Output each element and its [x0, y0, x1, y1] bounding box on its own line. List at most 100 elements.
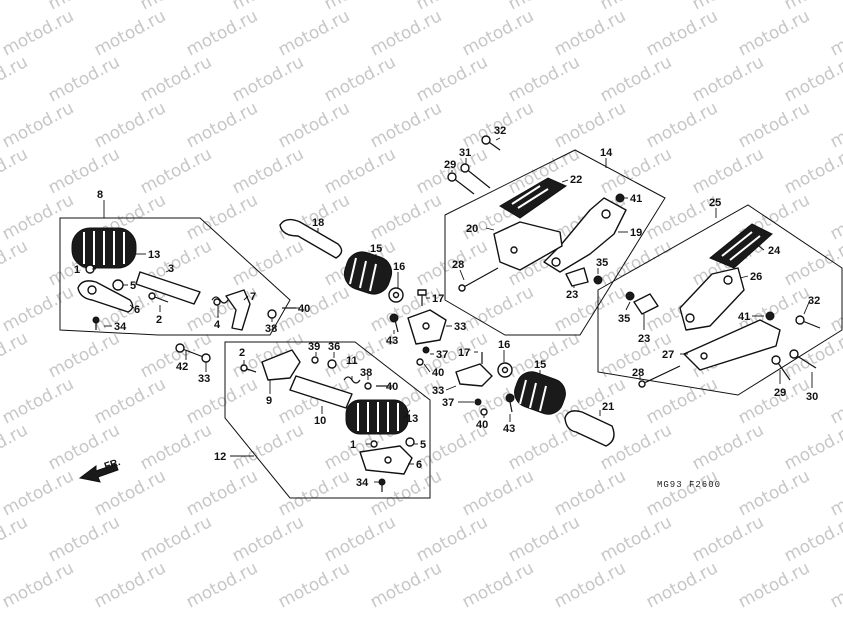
- bolt-41-b: [765, 311, 775, 321]
- bolt-28-b: [638, 365, 681, 388]
- watermark-text: motod.ru: [735, 98, 813, 152]
- callout-labels: 8 13 3 1 5 6 2 4 7 40 38 34 42 33 2 9 10…: [74, 125, 820, 489]
- callout-32-b: 32: [808, 295, 820, 307]
- washer-36: [327, 359, 337, 369]
- callout-33-b: 33: [454, 321, 466, 333]
- watermark-text: motod.ru: [137, 144, 215, 198]
- callout-23-a: 23: [566, 289, 578, 301]
- watermark-text: motod.ru: [275, 282, 353, 336]
- watermark-text: motod.ru: [275, 6, 353, 60]
- watermark-text: motod.ru: [0, 190, 77, 244]
- watermark-text: motod.ru: [459, 282, 537, 336]
- group-outline-25: [597, 204, 843, 396]
- rubber-grip-15-a: [343, 251, 393, 295]
- clip-37-a: [422, 346, 430, 354]
- watermark-text: motod.ru: [45, 512, 123, 566]
- callout-13-b: 13: [406, 413, 418, 425]
- watermark-text: motod.ru: [597, 512, 675, 566]
- heel-guard-22: [499, 177, 568, 219]
- watermark-text: motod.ru: [0, 466, 77, 520]
- washer-38-a: [267, 309, 277, 319]
- watermark-text: motod.ru: [551, 6, 629, 60]
- peg-bar-3: [135, 271, 201, 305]
- holder-17-b: [455, 352, 493, 387]
- watermark-text: motod.ru: [643, 466, 721, 520]
- callout-7: 7: [250, 291, 256, 303]
- bolt-31: [460, 163, 491, 189]
- watermark-text: motod.ru: [827, 98, 843, 152]
- callout-27: 27: [662, 349, 674, 361]
- watermark-text: motod.ru: [183, 98, 261, 152]
- watermark-text: motod.ru: [321, 144, 399, 198]
- callout-40-c: 40: [476, 419, 488, 431]
- watermark-text: motod.ru: [827, 282, 843, 336]
- callout-37-b: 37: [442, 397, 454, 409]
- watermark-text: motod.ru: [0, 558, 77, 612]
- callout-4: 4: [214, 319, 221, 331]
- watermark-text: motod.ru: [229, 420, 307, 474]
- watermark-text: motod.ru: [91, 374, 169, 428]
- callout-17-a: 17: [432, 293, 444, 305]
- bracket-33-b: [407, 309, 447, 345]
- watermark-text: motod.ru: [413, 52, 491, 106]
- watermark-text: motod.ru: [505, 328, 583, 382]
- callout-21: 21: [602, 401, 614, 413]
- watermark-text: motod.ru: [367, 190, 445, 244]
- watermark-text: motod.ru: [827, 6, 843, 60]
- bolt-28-a: [458, 267, 499, 292]
- diagram-code: MG93 F2600: [657, 480, 721, 490]
- callout-11: 11: [346, 355, 358, 367]
- pin-1-b: [370, 440, 378, 448]
- watermark-text: motod.ru: [827, 374, 843, 428]
- watermark-text: motod.ru: [91, 558, 169, 612]
- callout-3: 3: [168, 263, 174, 275]
- callout-1-a: 1: [74, 264, 80, 276]
- callout-43-b: 43: [503, 423, 515, 435]
- watermark-text: motod.ru: [413, 512, 491, 566]
- callout-9: 9: [266, 395, 272, 407]
- washer-33-a: [201, 353, 211, 363]
- bolt-43-a: [389, 313, 399, 333]
- watermark-text: motod.ru: [367, 466, 445, 520]
- bracket-23-a: [565, 267, 589, 287]
- callout-33-c: 33: [432, 385, 444, 397]
- watermark-text: motod.ru: [551, 98, 629, 152]
- watermark-text: motod.ru: [0, 374, 77, 428]
- watermark-text: motod.ru: [0, 98, 77, 152]
- watermark-text: motod.ru: [0, 144, 31, 198]
- watermark-text: motod.ru: [643, 6, 721, 60]
- bolt-30: [789, 349, 817, 369]
- callout-2-a: 2: [156, 314, 162, 326]
- watermark-text: motod.ru: [643, 558, 721, 612]
- watermark-text: motod.ru: [551, 282, 629, 336]
- bolt-32-a: [481, 135, 501, 151]
- watermark-text: motod.ru: [0, 236, 31, 290]
- watermark-text: motod.ru: [643, 98, 721, 152]
- rubber-grip-13: [71, 227, 137, 269]
- callout-40-a: 40: [298, 303, 310, 315]
- callout-35-a: 35: [596, 257, 608, 269]
- washer-40-c: [480, 408, 488, 416]
- clamp-bracket-6-b: [359, 445, 413, 475]
- watermark-text: motod.ru: [229, 144, 307, 198]
- watermark-text: motod.ru: [275, 558, 353, 612]
- watermark-text: motod.ru: [0, 328, 31, 382]
- watermark-text: motod.ru: [367, 558, 445, 612]
- plate-27: [683, 319, 781, 371]
- callout-37-a: 37: [436, 349, 448, 361]
- watermark-text: motod.ru: [459, 558, 537, 612]
- washer-16-b: [497, 362, 513, 378]
- watermark-text: motod.ru: [735, 466, 813, 520]
- bolt-2: [148, 292, 169, 303]
- callout-35-b: 35: [618, 313, 630, 325]
- front-direction-label: FR.: [103, 457, 122, 473]
- callout-33-a: 33: [198, 373, 210, 385]
- callout-42: 42: [176, 361, 188, 373]
- watermark-text: motod.ru: [0, 0, 31, 14]
- bolt-29-b: [771, 355, 791, 381]
- watermark-text: motod.ru: [781, 236, 843, 290]
- watermark-text: motod.ru: [367, 98, 445, 152]
- watermark-text: motod.ru: [229, 512, 307, 566]
- callout-29-a: 29: [444, 159, 456, 171]
